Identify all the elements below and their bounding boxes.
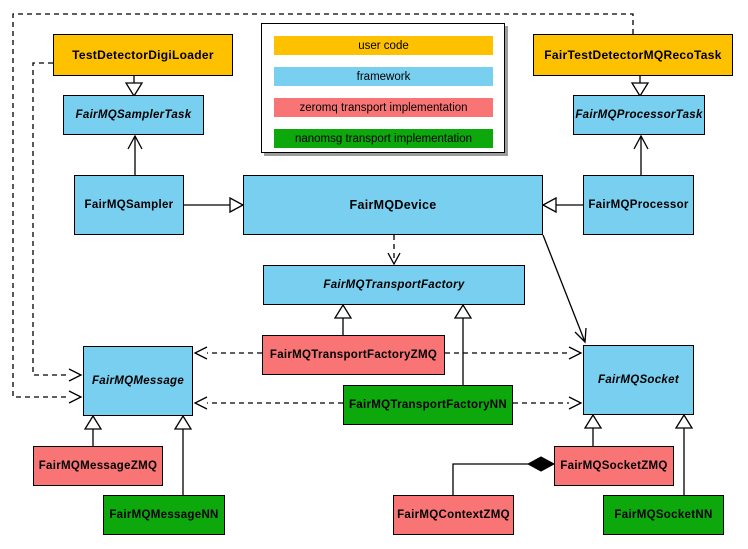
node-label: FairMQTransportFactoryZMQ <box>269 349 438 361</box>
edge-digiloader-uses-message <box>32 62 83 382</box>
node-label: FairMQSocket <box>598 374 679 386</box>
legend-item-zeromq: zeromq transport implementation <box>274 98 493 117</box>
edge-recotask-uses-message <box>12 13 634 404</box>
legend-box: user code framework zeromq transport imp… <box>261 23 505 153</box>
edge-socketzmq-composes-contextzmq <box>452 456 556 495</box>
node-label: FairMQMessage <box>91 375 185 387</box>
node-fairmqmessagezmq: FairMQMessageZMQ <box>33 446 163 486</box>
edge-factoryzmq-creates-socket <box>445 346 583 360</box>
edge-sampler-uses-samplertask <box>127 134 143 175</box>
node-label: FairMQSocketZMQ <box>560 460 668 472</box>
edge-device-uses-socket <box>542 234 587 344</box>
node-fairmqsocketnn: FairMQSocketNN <box>603 495 724 535</box>
node-testdetectordigiloader: TestDetectorDigiLoader <box>53 34 233 76</box>
node-label: FairMQContextZMQ <box>397 509 510 521</box>
node-label: FairMQTransportFactory <box>323 279 465 291</box>
edge-processor-uses-processortask <box>633 134 649 175</box>
node-label: FairMQSamplerTask <box>75 109 192 121</box>
node-fairmqsocketzmq: FairMQSocketZMQ <box>554 446 674 486</box>
node-fairmqprocessortask: FairMQProcessorTask <box>573 95 705 135</box>
node-fairmqtransportfactory: FairMQTransportFactory <box>263 265 525 305</box>
edge-factorynn-inherits-factory <box>453 303 473 385</box>
node-fairmqsampler: FairMQSampler <box>74 175 184 235</box>
legend-item-nanomsg: nanomsg transport implementation <box>274 129 493 148</box>
legend-item-user-code: user code <box>274 36 493 55</box>
legend-item-framework: framework <box>274 67 493 86</box>
edge-messagezmq-inherits-message <box>83 414 103 446</box>
edge-device-depends-factory <box>387 235 401 266</box>
node-fairmqdevice: FairMQDevice <box>243 175 543 235</box>
node-fairmqsocket: FairMQSocket <box>583 345 694 415</box>
node-label: FairMQSocketNN <box>614 509 713 521</box>
edge-recotask-inherits-processortask <box>630 76 650 98</box>
node-label: TestDetectorDigiLoader <box>72 48 214 62</box>
node-fairtestdetectormqrecotask: FairTestDetectorMQRecoTask <box>533 34 733 76</box>
node-label: FairMQProcessorTask <box>575 109 703 121</box>
node-fairmqprocessor: FairMQProcessor <box>583 175 694 235</box>
edge-factorynn-creates-message <box>193 396 343 410</box>
edge-factoryzmq-inherits-factory <box>333 303 353 335</box>
node-label: FairMQSampler <box>84 199 174 211</box>
edge-factorynn-creates-socket <box>513 396 583 410</box>
edge-digiloader-inherits-samplertask <box>124 76 144 98</box>
node-fairmqtransportfactorynn: FairMQTransportFactoryNN <box>343 385 513 425</box>
node-label: FairTestDetectorMQRecoTask <box>544 48 722 62</box>
edge-messagenn-inherits-message <box>173 414 193 495</box>
edge-socketnn-inherits-socket <box>674 413 694 495</box>
node-fairmqmessage: FairMQMessage <box>83 346 193 416</box>
edge-factoryzmq-creates-message <box>193 346 262 360</box>
node-fairmqcontextzmq: FairMQContextZMQ <box>393 495 514 535</box>
node-label: FairMQTransportFactoryNN <box>348 399 507 411</box>
edge-socketzmq-inherits-socket <box>583 413 603 446</box>
node-fairmqtransportfactoryzmq: FairMQTransportFactoryZMQ <box>262 335 445 375</box>
edge-sampler-inherits-device <box>184 196 245 214</box>
node-label: FairMQProcessor <box>588 199 689 211</box>
node-label: FairMQMessageNN <box>109 509 219 521</box>
node-label: FairMQDevice <box>349 198 437 212</box>
edge-processor-inherits-device <box>541 196 583 214</box>
node-fairmqmessagenn: FairMQMessageNN <box>103 495 225 535</box>
node-fairmqsamplertask: FairMQSamplerTask <box>63 95 204 135</box>
node-label: FairMQMessageZMQ <box>38 460 158 472</box>
